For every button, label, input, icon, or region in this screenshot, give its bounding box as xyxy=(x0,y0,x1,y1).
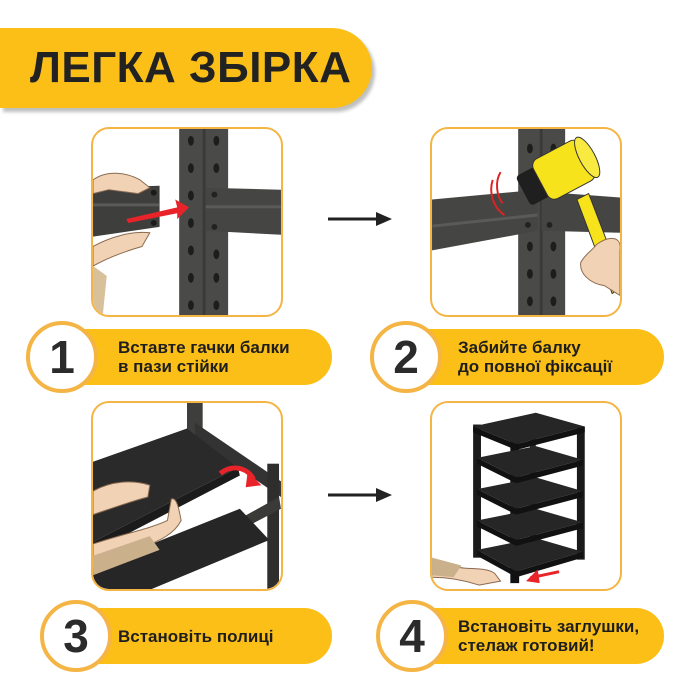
step-2-number-badge: 2 xyxy=(370,321,442,393)
step-1-text: Вставте гачки балки в пази стійки xyxy=(118,338,290,376)
finished-rack-illustration xyxy=(432,412,585,586)
step-1-label: Вставте гачки балки в пази стійки xyxy=(62,329,332,385)
page-title: ЛЕГКА ЗБІРКА xyxy=(30,43,352,92)
step-3-text: Встановіть полиці xyxy=(118,626,274,646)
shelf-install-illustration xyxy=(93,403,281,589)
title-banner: ЛЕГКА ЗБІРКА xyxy=(0,28,372,108)
arrow-right-icon xyxy=(328,488,392,502)
step-3-illustration xyxy=(91,401,283,591)
step-2-text: Забийте балку до повної фіксації xyxy=(458,338,613,376)
arrow-right-icon xyxy=(328,212,392,226)
step-4-illustration xyxy=(430,401,622,591)
step-2-label: Забийте балку до повної фіксації xyxy=(402,329,664,385)
step-1-number-badge: 1 xyxy=(26,321,98,393)
step-4-label: Встановіть заглушки, стелаж готовий! xyxy=(402,608,664,664)
step-2-illustration xyxy=(430,127,622,317)
step-4-number-badge: 4 xyxy=(376,600,448,672)
beam-insert-illustration xyxy=(93,129,281,315)
step-3-number-badge: 3 xyxy=(40,600,112,672)
step-4-text: Встановіть заглушки, стелаж готовий! xyxy=(458,617,640,655)
step-1-illustration xyxy=(91,127,283,317)
hammer-illustration xyxy=(432,129,620,315)
